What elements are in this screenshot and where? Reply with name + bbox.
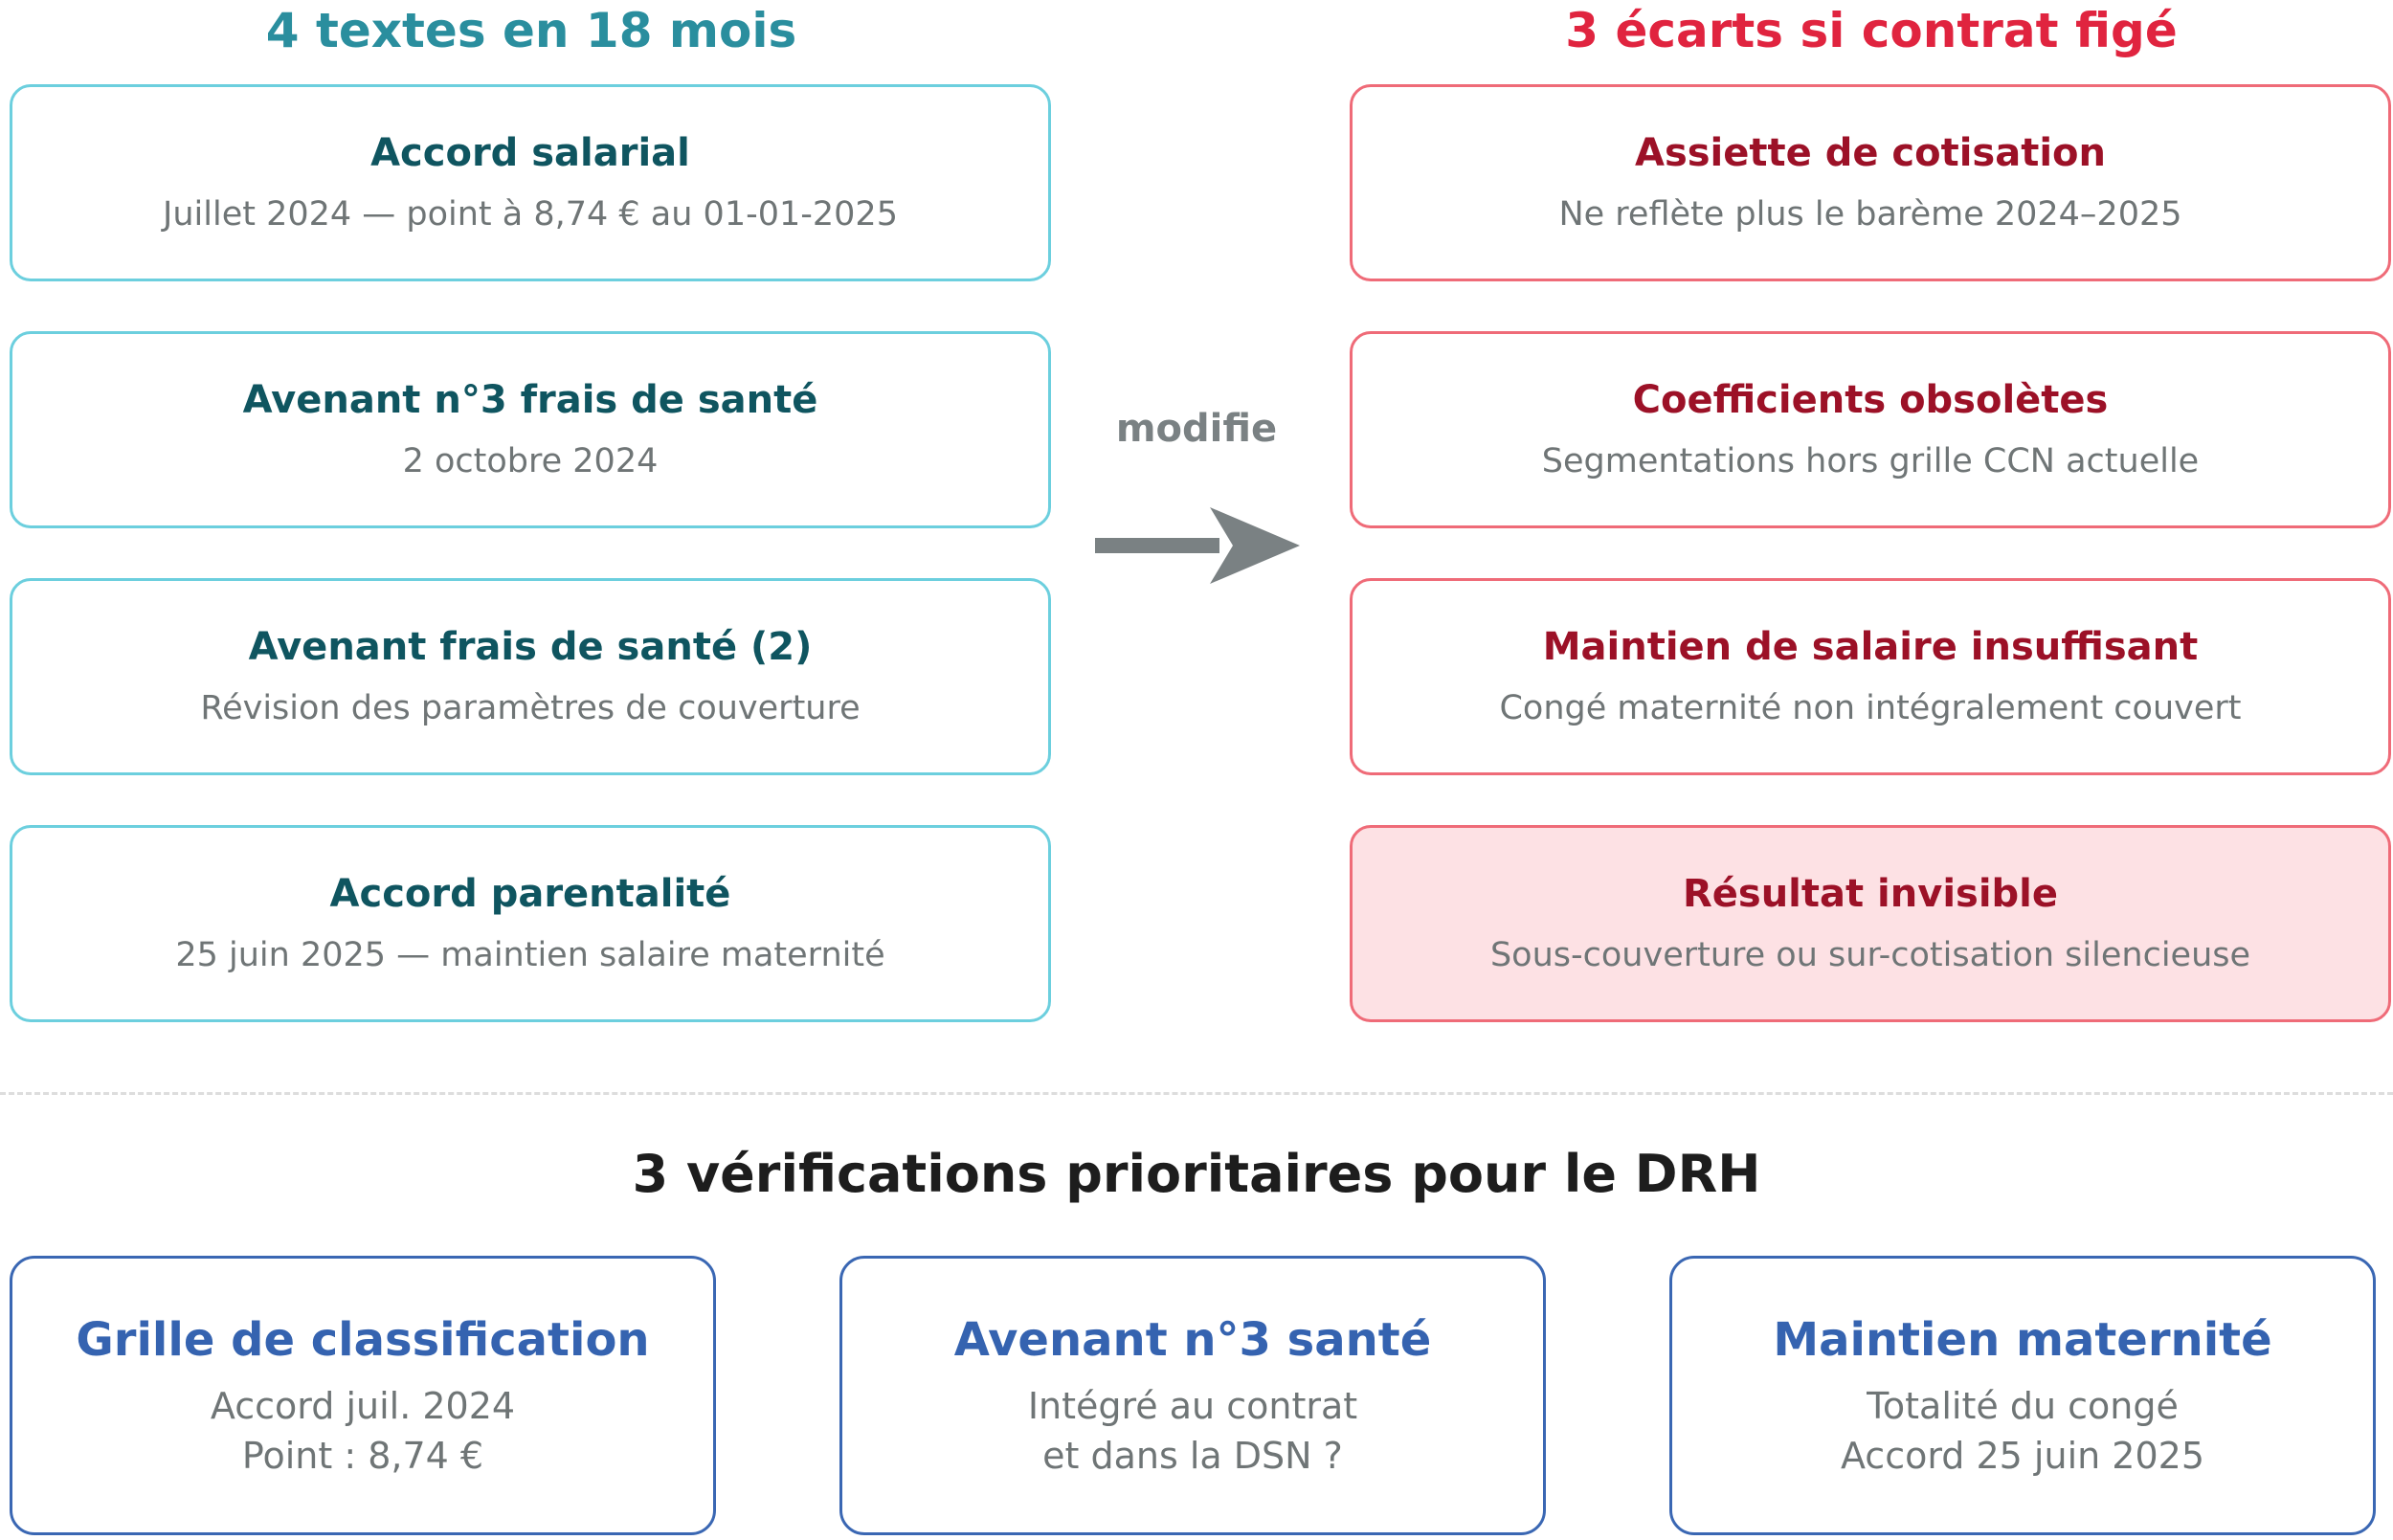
check-card-grille: Grille de classification Accord juil. 20… — [10, 1256, 716, 1535]
card-subtitle: 25 juin 2025 — maintien salaire maternit… — [175, 936, 885, 974]
card-line: Intégré au contrat — [1027, 1385, 1358, 1427]
arrow-right-icon — [1095, 507, 1300, 584]
card-title: Maintien de salaire insuffisant — [1542, 625, 2199, 669]
card-subtitle: Ne reflète plus le barème 2024–2025 — [1558, 195, 2182, 234]
text-card-accord-salarial: Accord salarial Juillet 2024 — point à 8… — [10, 84, 1051, 281]
card-line: Accord 25 juin 2025 — [1840, 1435, 2205, 1477]
gap-card-assiette: Assiette de cotisation Ne reflète plus l… — [1350, 84, 2391, 281]
card-title: Grille de classification — [76, 1313, 650, 1367]
gap-card-coefficients: Coefficients obsolètes Segmentations hor… — [1350, 331, 2391, 528]
card-subtitle: Sous-couverture ou sur-cotisation silenc… — [1489, 936, 2251, 974]
card-title: Assiette de cotisation — [1634, 131, 2106, 175]
card-subtitle: 2 octobre 2024 — [402, 442, 659, 480]
card-line: Totalité du congé — [1867, 1385, 2179, 1427]
card-title: Avenant frais de santé (2) — [248, 625, 813, 669]
text-card-accord-parentalite: Accord parentalité 25 juin 2025 — mainti… — [10, 825, 1051, 1022]
connector-label: modifie — [1115, 407, 1278, 451]
right-column-title: 3 écarts si contrat figé — [1565, 3, 2178, 58]
card-title: Maintien maternité — [1773, 1313, 2272, 1367]
card-title: Résultat invisible — [1682, 872, 2059, 916]
card-title: Accord salarial — [370, 131, 690, 175]
card-title: Accord parentalité — [329, 872, 731, 916]
gap-card-resultat-invisible: Résultat invisible Sous-couverture ou su… — [1350, 825, 2391, 1022]
card-title: Avenant n°3 frais de santé — [242, 378, 818, 422]
card-subtitle: Segmentations hors grille CCN actuelle — [1541, 442, 2200, 480]
text-card-avenant-3: Avenant n°3 frais de santé 2 octobre 202… — [10, 331, 1051, 528]
card-line: et dans la DSN ? — [1042, 1435, 1343, 1477]
check-card-avenant: Avenant n°3 santé Intégré au contrat et … — [839, 1256, 1546, 1535]
card-line: Accord juil. 2024 — [210, 1385, 516, 1427]
card-subtitle: Congé maternité non intégralement couver… — [1499, 689, 2242, 727]
card-line: Point : 8,74 € — [241, 1435, 484, 1477]
card-subtitle: Révision des paramètres de couverture — [200, 689, 861, 727]
card-subtitle: Juillet 2024 — point à 8,74 € au 01-01-2… — [163, 195, 898, 234]
left-column-title: 4 textes en 18 mois — [265, 3, 797, 58]
text-card-avenant-2: Avenant frais de santé (2) Révision des … — [10, 578, 1051, 775]
section-divider — [0, 1092, 2393, 1095]
card-title: Avenant n°3 santé — [953, 1313, 1432, 1367]
card-title: Coefficients obsolètes — [1632, 378, 2109, 422]
gap-card-maintien-salaire: Maintien de salaire insuffisant Congé ma… — [1350, 578, 2391, 775]
checks-title: 3 vérifications prioritaires pour le DRH — [632, 1144, 1761, 1204]
check-card-maternite: Maintien maternité Totalité du congé Acc… — [1669, 1256, 2376, 1535]
